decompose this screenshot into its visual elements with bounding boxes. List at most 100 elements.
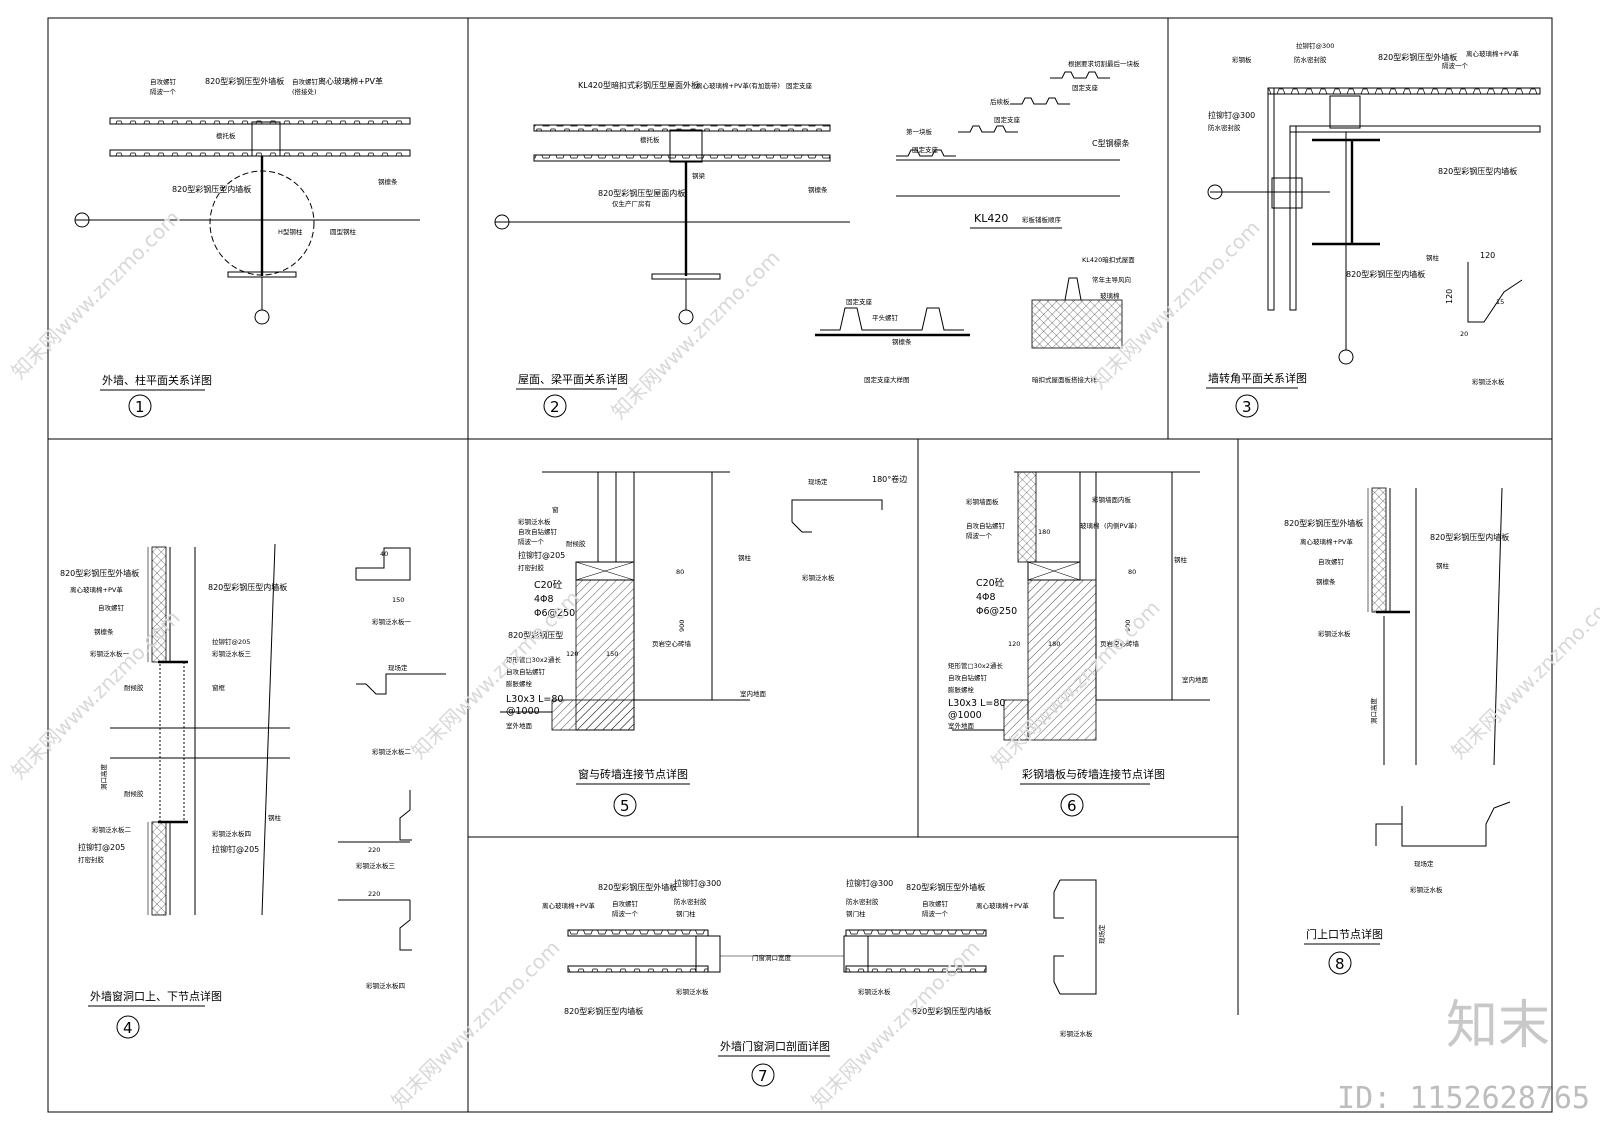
svg-text:L30x3 L=80: L30x3 L=80: [506, 694, 563, 705]
svg-text:820型彩钢压型外墙板: 820型彩钢压型外墙板: [906, 882, 985, 892]
flashing-title-4-3: 彩钢泛水板三: [356, 861, 396, 870]
panel-4-number: 4: [123, 1019, 133, 1037]
svg-text:彩钢泛水板一: 彩钢泛水板一: [90, 649, 130, 658]
panel-2: KL420型暗扣式彩钢压型屋面外板 离心玻璃棉+PV革(有加筋带) 固定支座 檩…: [494, 59, 1140, 418]
svg-text:820型彩钢压型内墙板: 820型彩钢压型内墙板: [1430, 532, 1509, 542]
panel-8: 820型彩钢压型外墙板 离心玻璃棉+PV革 820型彩钢压型内墙板 自攻螺钉 钢…: [1284, 487, 1511, 975]
svg-text:拉铆钉@205: 拉铆钉@205: [518, 550, 565, 560]
svg-text:220: 220: [368, 846, 380, 854]
panel-2-title: 屋面、梁平面关系详图: [518, 372, 628, 386]
svg-text:彩钢墙面板: 彩钢墙面板: [966, 497, 999, 506]
svg-text:80: 80: [676, 568, 684, 576]
flashing-title-3: 彩钢泛水板: [1472, 377, 1505, 386]
panel-8-number: 8: [1335, 955, 1345, 973]
svg-text:820型彩钢压型内墙板: 820型彩钢压型内墙板: [564, 1006, 643, 1016]
svg-text:120: 120: [566, 650, 578, 658]
svg-text:C20砼: C20砼: [976, 577, 1005, 589]
svg-text:离心玻璃棉+PV革: 离心玻璃棉+PV革: [542, 901, 595, 910]
svg-text:自攻螺钉: 自攻螺钉: [612, 899, 639, 908]
svg-text:知末网www.znzmo.com: 知末网www.znzmo.com: [807, 936, 985, 1114]
svg-text:膨胀螺栓: 膨胀螺栓: [506, 679, 533, 688]
svg-text:自攻自钻螺钉: 自攻自钻螺钉: [506, 667, 546, 676]
svg-text:离心玻璃棉+PV革: 离心玻璃棉+PV革: [1300, 537, 1353, 546]
svg-text:钢檩条: 钢檩条: [94, 627, 114, 636]
svg-text:15: 15: [1496, 298, 1504, 306]
svg-text:隔波一个: 隔波一个: [1442, 61, 1469, 70]
svg-text:页岩空心砖墙: 页岩空心砖墙: [652, 639, 692, 648]
svg-text:根据要求切割最后一块板: 根据要求切割最后一块板: [1068, 59, 1140, 68]
panel-5-number: 5: [620, 797, 630, 815]
panel-3-title: 墙转角平面关系详图: [1208, 371, 1307, 385]
svg-text:820型彩钢压型内墙板: 820型彩钢压型内墙板: [172, 184, 251, 194]
svg-text:820型彩钢压型外墙板: 820型彩钢压型外墙板: [1284, 518, 1363, 528]
svg-text:隔波一个: 隔波一个: [612, 909, 639, 918]
svg-text:C20砼: C20砼: [534, 579, 563, 591]
svg-text:知末网www.znzmo.com: 知末网www.znzmo.com: [1447, 586, 1600, 764]
svg-text:知末网www.znzmo.com: 知末网www.znzmo.com: [607, 246, 785, 424]
svg-text:彩钢泛水板四: 彩钢泛水板四: [212, 829, 251, 838]
svg-text:第一块板: 第一块板: [906, 127, 933, 136]
svg-text:4Φ8: 4Φ8: [976, 592, 996, 603]
panel-6: 彩钢墙面板 自攻自钻螺钉 隔波一个 彩钢墙面内板 玻璃棉 (内侧PV革) 180…: [948, 471, 1210, 817]
svg-text:820型彩钢压型内墙板: 820型彩钢压型内墙板: [208, 582, 287, 592]
svg-text:室外地面: 室外地面: [948, 721, 975, 730]
svg-text:耐候胶: 耐候胶: [124, 789, 144, 798]
seam-detail-title: 暗扣式屋面板搭接大样: [1032, 375, 1098, 384]
svg-text:彩钢泛水板: 彩钢泛水板: [676, 987, 709, 996]
svg-text:180: 180: [1038, 528, 1050, 536]
svg-text:彩钢泛水板三: 彩钢泛水板三: [212, 649, 252, 658]
svg-text:钢檩条: 钢檩条: [1316, 577, 1336, 586]
panel-8-title: 门上口节点详图: [1306, 927, 1383, 941]
panel-6-title: 彩钢墙板与砖墙连接节点详图: [1022, 767, 1165, 781]
svg-text:C型钢檩条: C型钢檩条: [1092, 138, 1130, 148]
flashing-title-7: 彩钢泛水板: [1060, 1029, 1093, 1038]
svg-text:现场定: 现场定: [388, 663, 408, 672]
svg-text:防水密封胶: 防水密封胶: [1208, 123, 1241, 132]
svg-text:窗: 窗: [552, 505, 559, 514]
panel-1: 自攻螺钉 隔波一个 820型彩钢压型外墙板 自攻螺钉 (搭接处) 离心玻璃棉+P…: [74, 76, 420, 418]
svg-text:(搭接处): (搭接处): [292, 87, 317, 96]
svg-text:220: 220: [368, 890, 380, 898]
svg-text:150: 150: [606, 650, 618, 658]
panel-1-title: 外墙、柱平面关系详图: [102, 373, 212, 387]
panel-7-number: 7: [758, 1067, 768, 1085]
panel-4-title: 外墙窗洞口上、下节点详图: [90, 989, 222, 1003]
svg-text:120: 120: [1480, 251, 1495, 260]
svg-text:钢柱: 钢柱: [1436, 561, 1450, 570]
svg-text:120: 120: [1445, 289, 1454, 304]
svg-text:自攻螺钉: 自攻螺钉: [922, 899, 949, 908]
svg-text:钢柱: 钢柱: [738, 553, 752, 562]
svg-text:180: 180: [1048, 640, 1060, 648]
svg-text:820型彩钢压型外墙板: 820型彩钢压型外墙板: [60, 568, 139, 578]
svg-text:后续板: 后续板: [990, 97, 1010, 106]
svg-text:120: 120: [1008, 640, 1020, 648]
svg-text:拉铆钉@300: 拉铆钉@300: [846, 878, 893, 888]
svg-text:拉铆钉@300: 拉铆钉@300: [1208, 110, 1255, 120]
svg-text:隔波一个: 隔波一个: [966, 531, 993, 540]
svg-text:窗框: 窗框: [212, 683, 226, 692]
svg-text:拉铆钉@205: 拉铆钉@205: [212, 844, 259, 854]
svg-text:20: 20: [1460, 330, 1468, 338]
svg-text:自攻螺钉: 自攻螺钉: [150, 77, 177, 86]
svg-text:自攻自钻螺钉: 自攻自钻螺钉: [518, 527, 558, 536]
svg-text:玻璃棉: 玻璃棉: [1080, 521, 1100, 530]
svg-text:@1000: @1000: [948, 710, 982, 721]
svg-text:耐候胶: 耐候胶: [566, 539, 586, 548]
id-watermark: ID: 1152628765: [1337, 1081, 1590, 1116]
svg-text:4Φ8: 4Φ8: [534, 594, 554, 605]
svg-text:自攻自钻螺钉: 自攻自钻螺钉: [948, 673, 988, 682]
svg-text:L30x3 L=80: L30x3 L=80: [948, 698, 1005, 709]
svg-text:彩钢泛水板: 彩钢泛水板: [518, 517, 551, 526]
flashing-title-8: 彩钢泛水板: [1410, 885, 1443, 894]
svg-text:拉铆钉@300: 拉铆钉@300: [674, 878, 721, 888]
svg-text:钢门柱: 钢门柱: [676, 909, 696, 918]
svg-text:固定支座: 固定支座: [912, 145, 939, 154]
svg-text:檩托板: 檩托板: [216, 131, 236, 140]
svg-text:KL420暗扣式屋面: KL420暗扣式屋面: [1082, 255, 1135, 264]
svg-text:自攻自钻螺钉: 自攻自钻螺钉: [966, 521, 1006, 530]
panel-3-number: 3: [1242, 398, 1252, 416]
svg-text:檩托板: 檩托板: [640, 135, 660, 144]
svg-text:膨胀螺栓: 膨胀螺栓: [948, 685, 975, 694]
